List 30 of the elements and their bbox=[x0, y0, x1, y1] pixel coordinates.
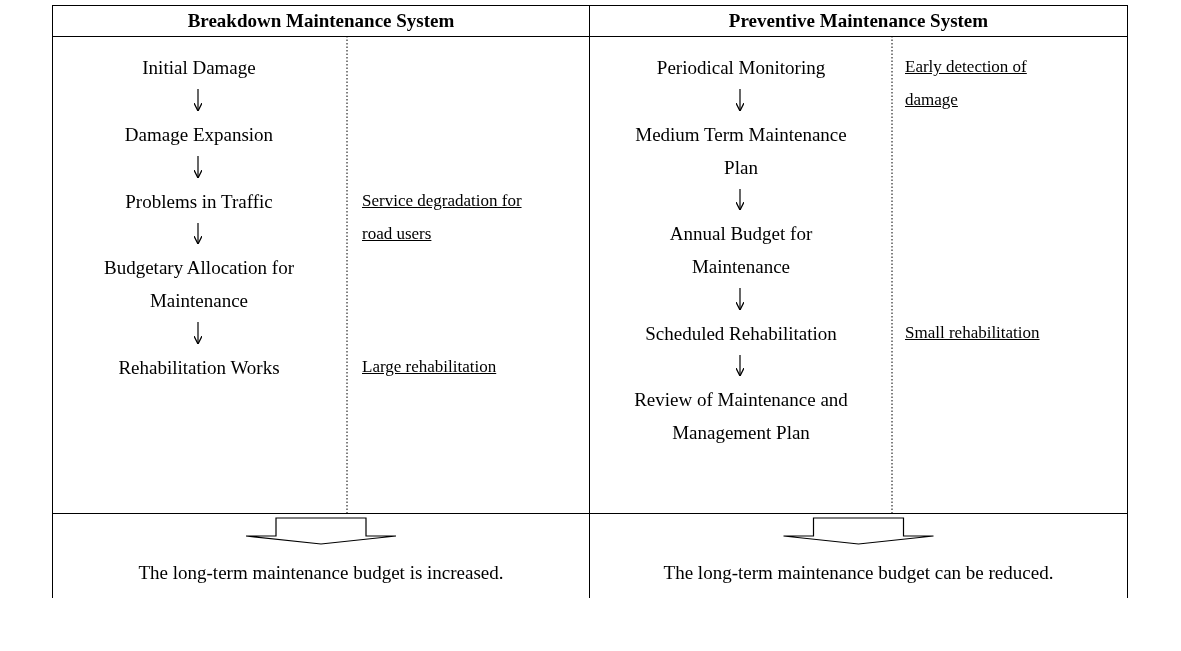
side-note: Large rehabilitation bbox=[362, 356, 498, 378]
arrow bbox=[735, 287, 745, 311]
step-text: Periodical Monitoring bbox=[626, 51, 856, 84]
arrow bbox=[193, 222, 203, 245]
arrow bbox=[735, 88, 745, 112]
step-text: Damage Expansion bbox=[79, 118, 319, 151]
step-text: Review of Maintenance and Management Plan bbox=[626, 383, 856, 449]
side-note: Service degradation for road users bbox=[362, 190, 523, 245]
column-heading: Preventive Maintenance System bbox=[590, 6, 1127, 37]
arrow bbox=[193, 155, 203, 179]
step-text: Initial Damage bbox=[79, 51, 319, 84]
table-column bbox=[52, 5, 590, 514]
side-note: Early detection of damage bbox=[905, 56, 1028, 111]
arrow bbox=[735, 354, 745, 377]
step-text: Scheduled Rehabilitation bbox=[626, 317, 856, 350]
conclusion-text: The long-term maintenance budget can be reduced. bbox=[589, 558, 1128, 588]
step-text: Problems in Traffic bbox=[79, 185, 319, 218]
step-text: Annual Budget for Maintenance bbox=[626, 217, 856, 283]
column-heading: Breakdown Maintenance System bbox=[53, 6, 589, 37]
step-text: Budgetary Allocation for Maintenance bbox=[79, 251, 319, 317]
side-note: Small rehabilitation bbox=[905, 322, 1041, 344]
arrow bbox=[193, 321, 203, 345]
table-column bbox=[589, 5, 1128, 514]
step-text: Rehabilitation Works bbox=[79, 351, 319, 384]
step-text: Medium Term Maintenance Plan bbox=[626, 118, 856, 184]
block-arrow bbox=[245, 517, 397, 545]
block-arrow bbox=[782, 517, 935, 545]
arrow bbox=[193, 88, 203, 112]
arrow bbox=[735, 188, 745, 211]
conclusion-text: The long-term maintenance budget is increased. bbox=[52, 558, 590, 588]
